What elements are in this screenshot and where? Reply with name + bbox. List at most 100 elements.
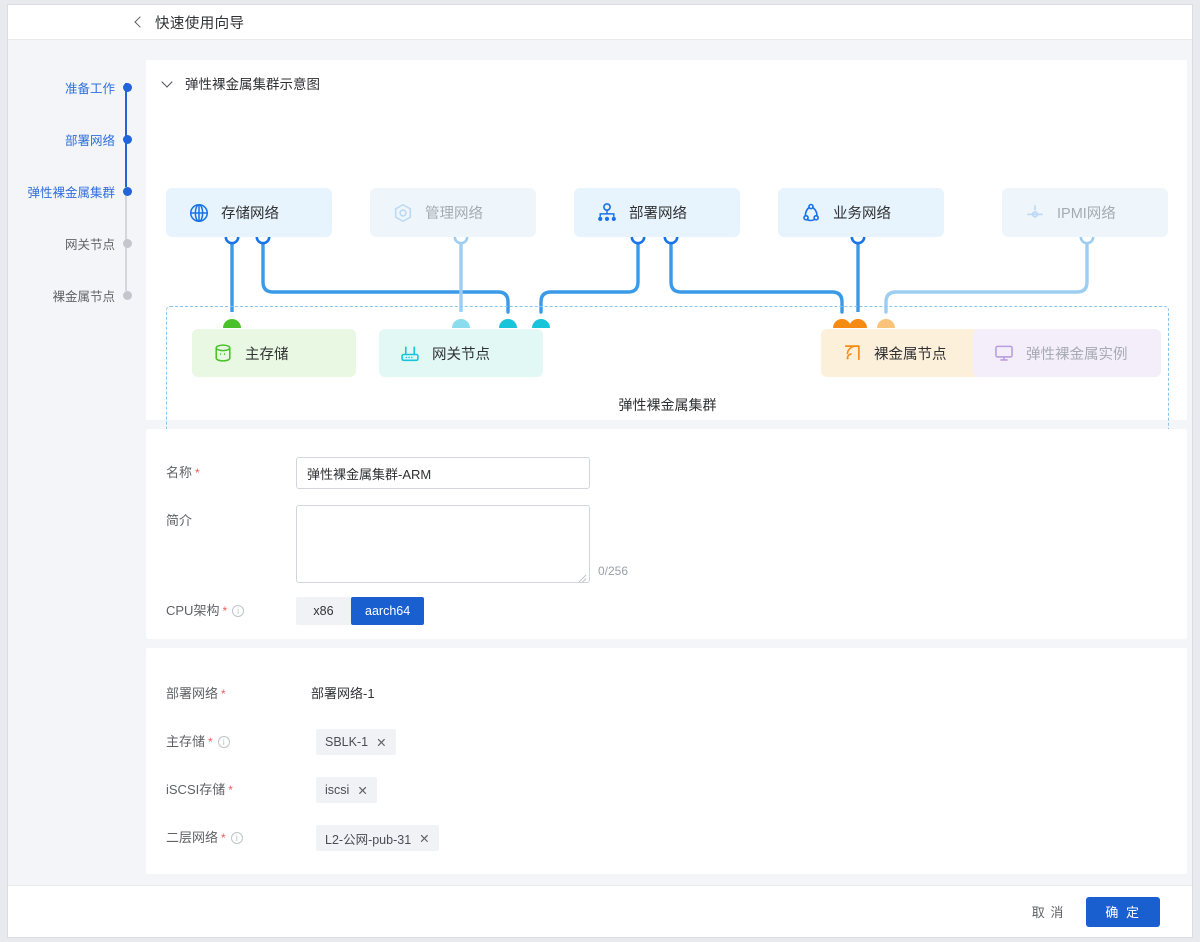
chevron-down-icon [162, 77, 174, 89]
deploy-network-value: 部署网络-1 [311, 686, 375, 701]
confirm-button[interactable]: 确 定 [1086, 896, 1160, 927]
cancel-button[interactable]: 取 消 [1026, 901, 1071, 922]
close-x-icon[interactable]: ✕ [357, 783, 368, 798]
required-mark: * [221, 831, 226, 845]
description-textarea-wrap [296, 505, 590, 588]
ipmi-icon [1027, 204, 1043, 218]
top-bar: 快速使用向导 [8, 5, 1192, 40]
diagram-collapse-title: 弹性裸金属集群示意图 [185, 77, 320, 92]
tag-label: iscsi [325, 783, 350, 797]
step-dot [123, 83, 132, 92]
ring-nodes-icon [803, 203, 819, 221]
iscsi-storage-tags: iscsi ✕ [316, 774, 377, 803]
form-row-deploy-network: 部署网络* 部署网络-1 [146, 678, 375, 710]
step-item-2[interactable]: 弹性裸金属集群 [27, 182, 132, 201]
hexagon-eye-icon [394, 203, 412, 222]
back-button[interactable]: 快速使用向导 [131, 12, 244, 33]
deploy-network-label: 部署网络* [146, 678, 296, 710]
required-mark: * [222, 604, 228, 618]
rail-segment-1 [125, 83, 127, 135]
tag-label: SBLK-1 [325, 735, 369, 749]
signal-icon [845, 345, 860, 360]
description-label: 简介 [166, 513, 193, 528]
cluster-node-label: 网关节点 [432, 346, 490, 363]
diagram-collapse-header[interactable]: 弹性裸金属集群示意图 [146, 60, 1187, 106]
step-item-0[interactable]: 准备工作 [65, 78, 132, 97]
form-row-name: 名称* [146, 457, 590, 489]
form-row-cpu-arch: CPU架构* i x86 aarch64 [146, 595, 425, 627]
close-x-icon[interactable]: ✕ [376, 735, 387, 750]
step-item-3[interactable]: 网关节点 [65, 234, 132, 253]
chevron-left-icon [131, 15, 145, 29]
l2-network-label: 二层网络*i [146, 822, 296, 854]
step-dot [123, 291, 132, 300]
monitor-icon [995, 345, 1013, 361]
step-label: 裸金属节点 [52, 290, 115, 304]
cluster-node-primary-storage[interactable]: 主存储 [192, 329, 356, 377]
primary-storage-label-text: 主存储 [166, 734, 206, 749]
step-label: 部署网络 [64, 134, 115, 148]
step-label: 网关节点 [64, 238, 115, 252]
deploy-network-label-text: 部署网络 [166, 686, 219, 701]
cluster-diagram: 存储网络 管理网络 部署网络 [146, 106, 1187, 441]
form-row-l2-network: 二层网络*i L2-公网-pub-31 ✕ [146, 822, 439, 854]
page-title: 快速使用向导 [155, 15, 245, 32]
name-label-text: 名称 [166, 465, 193, 480]
iscsi-storage-label-text: iSCSI存储 [166, 782, 226, 797]
topology-icon [598, 202, 616, 221]
cluster-node-label: 裸金属节点 [874, 346, 947, 363]
required-mark: * [221, 687, 226, 701]
form-row-primary-storage: 主存储* i SBLK-1 ✕ [146, 726, 396, 758]
cpu-arch-option-x86[interactable]: x86 [296, 597, 351, 625]
cluster-caption: 弹性裸金属集群 [618, 397, 717, 413]
cpu-arch-option-aarch64[interactable]: aarch64 [351, 597, 425, 625]
cluster-node-label: 主存储 [245, 346, 289, 363]
required-mark: * [208, 735, 213, 749]
primary-storage-label: 主存储* i [146, 726, 296, 758]
step-item-1[interactable]: 部署网络 [65, 130, 132, 149]
primary-storage-tags: SBLK-1 ✕ [316, 726, 396, 755]
cluster-node-gateway[interactable]: 网关节点 [379, 329, 543, 377]
step-dot [123, 187, 132, 196]
network-box-label: IPMI网络 [1057, 206, 1116, 222]
diagram-panel: 弹性裸金属集群示意图 [146, 60, 1187, 441]
cluster-node-label: 弹性裸金属实例 [1026, 346, 1128, 363]
network-box-label: 部署网络 [629, 206, 687, 222]
cluster-node-baremetal[interactable]: 裸金属节点 [821, 329, 985, 377]
app-window: 快速使用向导 准备工作 部署网络 弹性裸金属集群 网关节点 裸金属节点 [7, 4, 1193, 938]
l2-network-tags: L2-公网-pub-31 ✕ [316, 822, 439, 851]
form-row-iscsi-storage: iSCSI存储* iscsi ✕ [146, 774, 377, 806]
description-counter: 0/256 [598, 564, 629, 578]
router-icon [401, 346, 419, 362]
network-form-panel: 部署网络* 部署网络-1 主存储*i SBLK-1 ✕ iSCSI存储* isc… [146, 648, 1187, 874]
cluster-boundary: 主存储 网关节点 [166, 306, 1169, 441]
close-x-icon[interactable]: ✕ [419, 831, 430, 846]
rail-segment-4 [125, 239, 127, 291]
rail-segment-3 [125, 187, 127, 239]
iscsi-storage-label: iSCSI存储* [146, 774, 296, 806]
step-label: 准备工作 [64, 82, 115, 96]
cluster-node-instance[interactable]: 弹性裸金属实例 [973, 329, 1161, 377]
database-icon [215, 344, 231, 362]
network-box-deploy[interactable]: 部署网络 [574, 188, 740, 237]
tag-item[interactable]: L2-公网-pub-31 ✕ [316, 825, 439, 851]
steps-rail: 准备工作 部署网络 弹性裸金属集群 网关节点 裸金属节点 [8, 41, 146, 901]
cpu-arch-label-text: CPU架构 [166, 603, 220, 618]
step-label: 弹性裸金属集群 [27, 186, 115, 200]
tag-item[interactable]: iscsi ✕ [316, 777, 377, 803]
tag-item[interactable]: SBLK-1 ✕ [316, 729, 396, 755]
network-box-business[interactable]: 业务网络 [778, 188, 944, 237]
info-icon[interactable]: i [217, 736, 230, 748]
step-item-4[interactable]: 裸金属节点 [52, 286, 132, 305]
network-box-ipmi[interactable]: IPMI网络 [1002, 188, 1168, 237]
name-input[interactable] [296, 457, 590, 489]
description-textarea[interactable] [296, 505, 590, 583]
network-box-storage[interactable]: 存储网络 [166, 188, 332, 237]
rail-segment-2 [125, 135, 127, 187]
tag-label: L2-公网-pub-31 [325, 832, 412, 847]
network-box-management[interactable]: 管理网络 [370, 188, 536, 237]
info-icon[interactable]: i [230, 832, 243, 844]
info-icon[interactable]: i [232, 605, 245, 617]
footer-bar: 取 消 确 定 [8, 885, 1192, 937]
cpu-arch-label: CPU架构* i [146, 595, 296, 627]
